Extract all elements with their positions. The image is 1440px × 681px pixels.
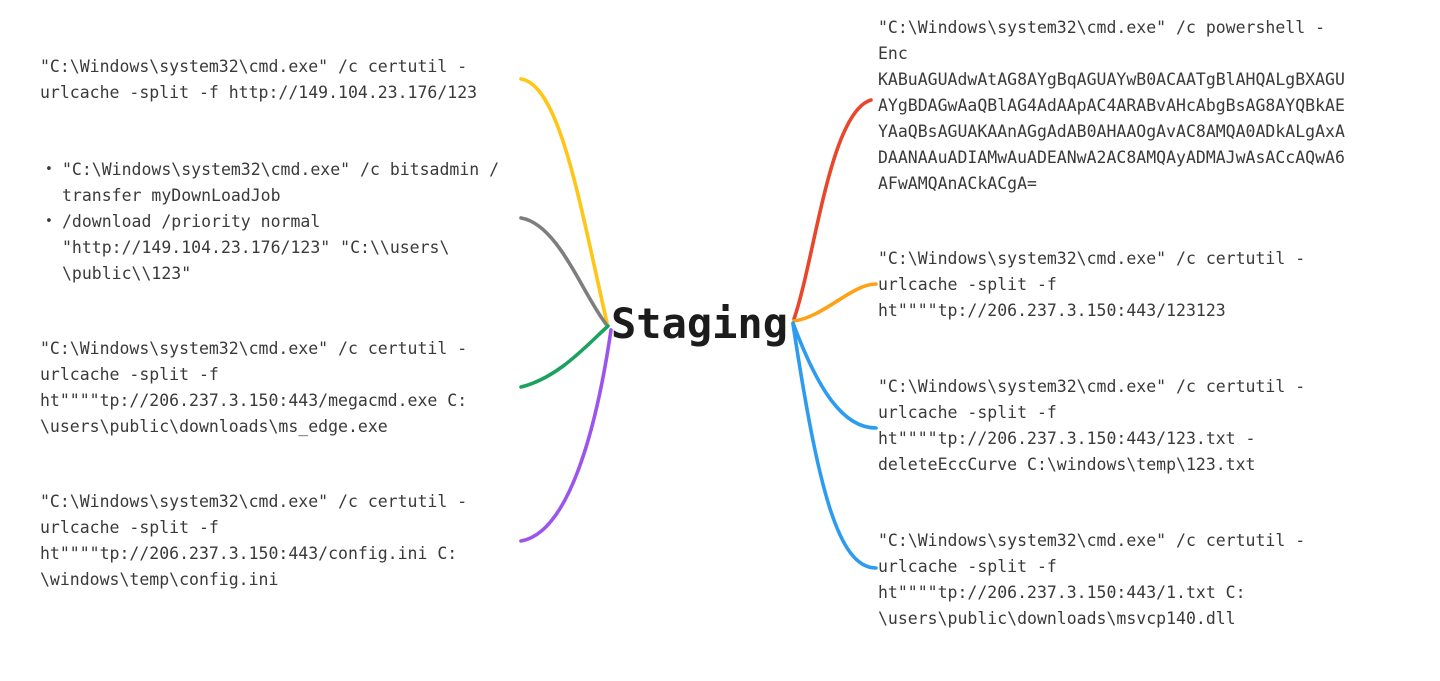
node-certutil-123-txt[interactable]: "C:\Windows\system32\cmd.exe" /c certuti… [878,374,1305,478]
connector-gray-bitsadmin-transfer [519,216,608,326]
node-certutil-1-txt[interactable]: "C:\Windows\system32\cmd.exe" /c certuti… [878,528,1305,632]
list-item: • "C:\Windows\system32\cmd.exe" /c bitsa… [45,157,499,209]
node-text: "C:\Windows\system32\cmd.exe" /c certuti… [878,249,1306,320]
node-bitsadmin-transfer[interactable]: • "C:\Windows\system32\cmd.exe" /c bitsa… [45,157,499,287]
node-certutil-config-ini[interactable]: "C:\Windows\system32\cmd.exe" /c certuti… [40,489,467,593]
list-item: • /download /priority normal "http://149… [45,209,499,287]
node-text: "C:\Windows\system32\cmd.exe" /c bitsadm… [62,160,500,205]
node-text: "C:\Windows\system32\cmd.exe" /c certuti… [40,57,478,102]
root-node-staging[interactable]: Staging [611,299,789,348]
node-text: "C:\Windows\system32\cmd.exe" /c certuti… [40,492,468,589]
node-text: "C:\Windows\system32\cmd.exe" /c powersh… [878,18,1345,193]
connector-blue-certutil-1-txt [791,322,878,570]
connector-green-certutil-megacmd [519,324,610,389]
node-certutil-megacmd[interactable]: "C:\Windows\system32\cmd.exe" /c certuti… [40,336,467,440]
node-text: "C:\Windows\system32\cmd.exe" /c certuti… [878,377,1306,474]
bullet-icon: • [45,162,53,177]
node-powershell-enc[interactable]: "C:\Windows\system32\cmd.exe" /c powersh… [878,15,1345,197]
connector-purple-certutil-config-ini [519,328,613,543]
node-text: "C:\Windows\system32\cmd.exe" /c certuti… [878,531,1306,628]
node-text: /download /priority normal "http://149.1… [62,212,450,283]
connector-blue-certutil-123-txt [791,321,878,430]
connector-yellow-certutil-http-149 [519,77,609,325]
node-certutil-http-149[interactable]: "C:\Windows\system32\cmd.exe" /c certuti… [40,54,477,106]
bullet-icon: • [45,214,53,229]
node-certutil-123123[interactable]: "C:\Windows\system32\cmd.exe" /c certuti… [878,246,1305,324]
node-text: "C:\Windows\system32\cmd.exe" /c certuti… [40,339,468,436]
connector-orange-certutil-123123 [792,282,878,323]
connector-red-powershell-enc [792,98,873,321]
